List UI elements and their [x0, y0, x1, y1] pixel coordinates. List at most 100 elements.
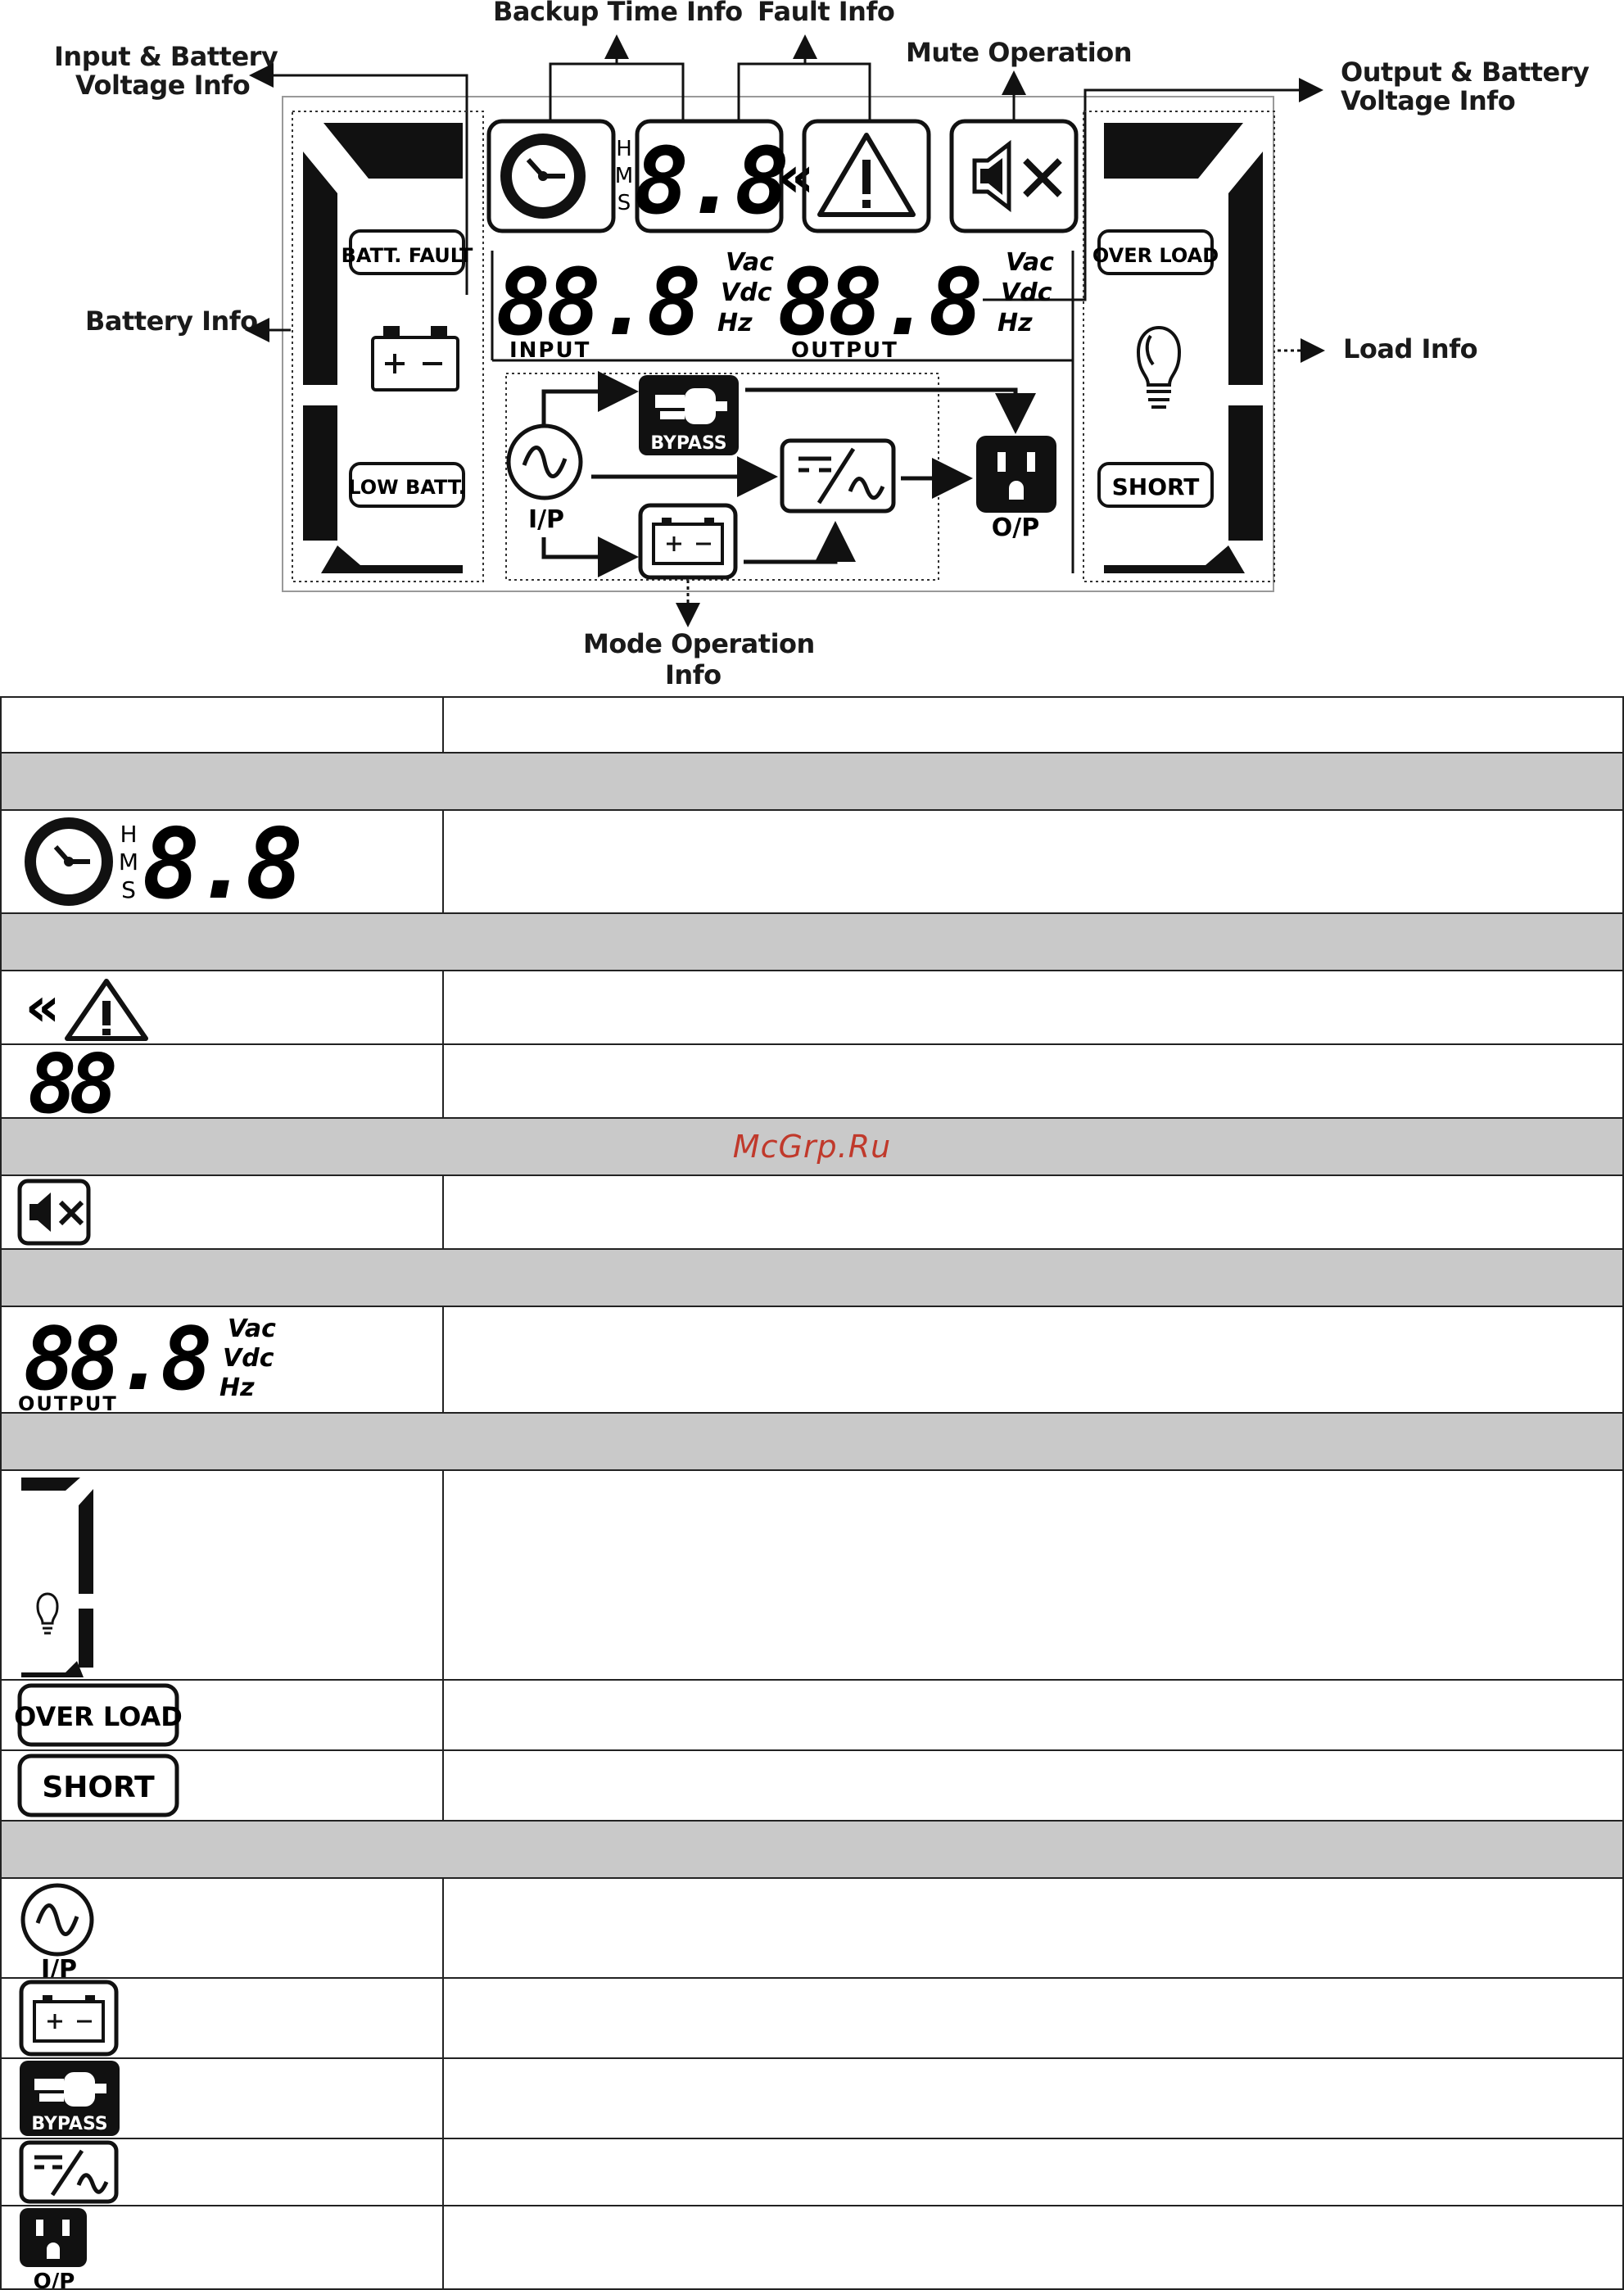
description-cell [442, 970, 1624, 1045]
battery-mode-icon [638, 503, 738, 580]
header-cell-description [442, 696, 1624, 754]
unit-vac: Vac [228, 1315, 276, 1343]
table-header-row [0, 696, 1624, 754]
callout-input-battery-1: Input & Battery [54, 41, 278, 72]
callout-leaders [245, 34, 1323, 342]
callout-output-battery-1: Output & Battery [1341, 57, 1590, 88]
output-digits: 88.8 [777, 250, 979, 356]
backup-digits: 8.8 [142, 811, 299, 912]
output-unit-vdc: Vdc [1001, 278, 1052, 307]
line-input-icon: I/P [20, 1883, 94, 1977]
bypass-icon: BYPASS [639, 375, 739, 455]
chevrons-icon: « [777, 143, 814, 210]
panel-graphic: BATT. FAULT LOW BATT. OVER LOAD SHORT [245, 34, 1325, 627]
outlet-icon: O/P [20, 2208, 87, 2288]
batt-fault-label: BATT. FAULT [342, 244, 473, 267]
icon-description-table: H M S 8.8 « 88 McGrp.Ru [0, 696, 1624, 2290]
table-row-load-level [0, 1469, 1624, 1681]
callout-mode-1: Mode Operation [583, 628, 815, 659]
over-load-label: OVER LOAD [1092, 244, 1219, 267]
output-label: OUTPUT [18, 1392, 118, 1412]
table-row-fault-warning: « [0, 970, 1624, 1045]
bypass-label: BYPASS [31, 2114, 107, 2134]
callout-fault: Fault Info [758, 0, 895, 27]
description-cell [442, 2057, 1624, 2139]
lcd-panel-diagram: Backup Time Info Fault Info Mute Operati… [0, 0, 1624, 690]
table-row-battery-mode [0, 1977, 1624, 2059]
description-cell [442, 1877, 1624, 1979]
callout-input-battery-2: Voltage Info [75, 70, 251, 101]
battery-mode-icon [19, 1980, 119, 2057]
table-row-inverter-mode [0, 2138, 1624, 2206]
table-row-line-mode: I/P [0, 1877, 1624, 1979]
section-row-mute: McGrp.Ru [0, 1117, 1624, 1176]
input-unit-vac: Vac [726, 248, 774, 277]
fault-code-icon: 88 [28, 1045, 123, 1117]
over-load-label: OVER LOAD [14, 1701, 183, 1732]
table-row-short: SHORT [0, 1749, 1624, 1822]
output-label: OUTPUT [791, 338, 898, 363]
clock-icon [486, 119, 616, 233]
table-row-over-load: OVER LOAD [0, 1679, 1624, 1751]
low-batt-label: LOW BATT. [348, 476, 465, 499]
battery-icon [371, 326, 459, 391]
short-icon: SHORT [17, 1754, 179, 1817]
backup-digits: 8.8 [634, 129, 786, 235]
section-row-mode [0, 1820, 1624, 1879]
input-unit-hz: Hz [717, 309, 753, 337]
section-row-output [0, 1248, 1624, 1307]
description-cell [442, 2205, 1624, 2290]
op-label: O/P [992, 514, 1039, 542]
over-load-icon: OVER LOAD [14, 1683, 183, 1747]
description-cell [442, 1174, 1624, 1250]
warning-icon [817, 133, 916, 217]
callout-load: Load Info [1343, 333, 1478, 364]
description-cell [442, 1679, 1624, 1751]
output-digits: 88.8 [23, 1309, 208, 1410]
description-cell [442, 809, 1624, 914]
callout-mode-2: Info [665, 659, 722, 690]
mute-icon [17, 1179, 91, 1246]
header-cell-icon [0, 696, 444, 754]
unit-hz: Hz [219, 1374, 255, 1402]
description-cell [442, 1306, 1624, 1414]
callout-backup-time: Backup Time Info [493, 0, 743, 27]
table-row-output-voltage: 88.8 Vac Vdc Hz OUTPUT [0, 1306, 1624, 1414]
short-label: SHORT [42, 1771, 155, 1804]
ip-label: I/P [41, 1955, 77, 1977]
panel-frame [282, 96, 1274, 592]
description-cell [442, 1977, 1624, 2059]
hms-m: M [615, 164, 633, 188]
table-row-mute [0, 1174, 1624, 1250]
description-cell [442, 1469, 1624, 1681]
input-label: INPUT [509, 338, 590, 363]
op-label: O/P [34, 2270, 75, 2288]
bypass-label: BYPASS [650, 433, 726, 454]
fault-warning-icon: « [25, 975, 148, 1041]
table-row-fault-code: 88 [0, 1043, 1624, 1119]
hms-h: H [120, 821, 137, 848]
description-cell [442, 1043, 1624, 1119]
outlet-icon [976, 436, 1056, 513]
output-voltage-icon: 88.8 Vac Vdc Hz OUTPUT [18, 1309, 276, 1412]
unit-vdc: Vdc [223, 1344, 274, 1373]
description-cell [442, 2138, 1624, 2206]
input-unit-vdc: Vdc [721, 278, 772, 307]
output-unit-hz: Hz [997, 309, 1033, 337]
output-unit-vac: Vac [1006, 248, 1054, 277]
fault-digits: 88 [28, 1045, 115, 1117]
load-bulb-icon [1136, 326, 1182, 409]
hms-s: S [121, 876, 136, 903]
callout-output-battery-2: Voltage Info [1341, 85, 1516, 116]
section-row-fault [0, 912, 1624, 971]
table-row-backup-time: H M S 8.8 [0, 809, 1624, 914]
hms-m: M [119, 849, 138, 876]
mute-icon [972, 139, 1062, 213]
hms-h: H [616, 137, 632, 161]
chevrons-icon: « [25, 975, 61, 1039]
watermark: McGrp.Ru [0, 1117, 1624, 1176]
input-digits: 88.8 [495, 250, 698, 356]
callout-mute: Mute Operation [906, 37, 1132, 68]
section-row-load [0, 1412, 1624, 1471]
hms-s: S [617, 191, 631, 215]
